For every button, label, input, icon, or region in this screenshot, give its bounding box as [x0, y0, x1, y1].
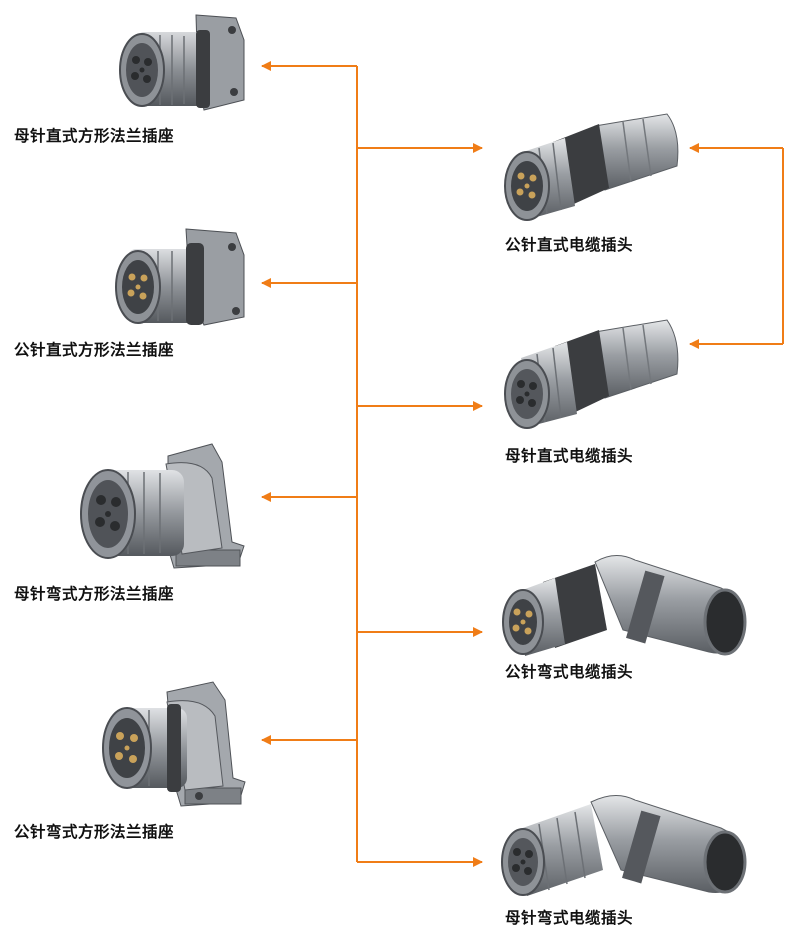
angled-cable-plug-male-icon — [495, 548, 760, 663]
socket-label-3: 母针弯式方形法兰插座 — [14, 585, 175, 603]
straight-square-flange-socket-male-icon — [108, 225, 253, 335]
angled-square-flange-socket-female-icon — [72, 438, 252, 578]
socket-label-4: 公针弯式方形法兰插座 — [14, 823, 175, 841]
plug-label-2: 母针直式电缆插头 — [505, 447, 634, 465]
angled-square-flange-socket-male-icon — [95, 678, 255, 813]
socket-label-1: 母针直式方形法兰插座 — [14, 127, 175, 145]
plug-label-1: 公针直式电缆插头 — [505, 236, 634, 254]
straight-cable-plug-female-icon — [495, 318, 685, 433]
plug-label-3: 公针弯式电缆插头 — [505, 663, 634, 681]
straight-cable-plug-male-icon — [495, 112, 685, 224]
socket-label-2: 公针直式方形法兰插座 — [14, 341, 175, 359]
angled-cable-plug-female-icon — [495, 790, 760, 902]
plug-label-4: 母针弯式电缆插头 — [505, 909, 634, 927]
straight-square-flange-socket-female-icon — [108, 10, 253, 122]
